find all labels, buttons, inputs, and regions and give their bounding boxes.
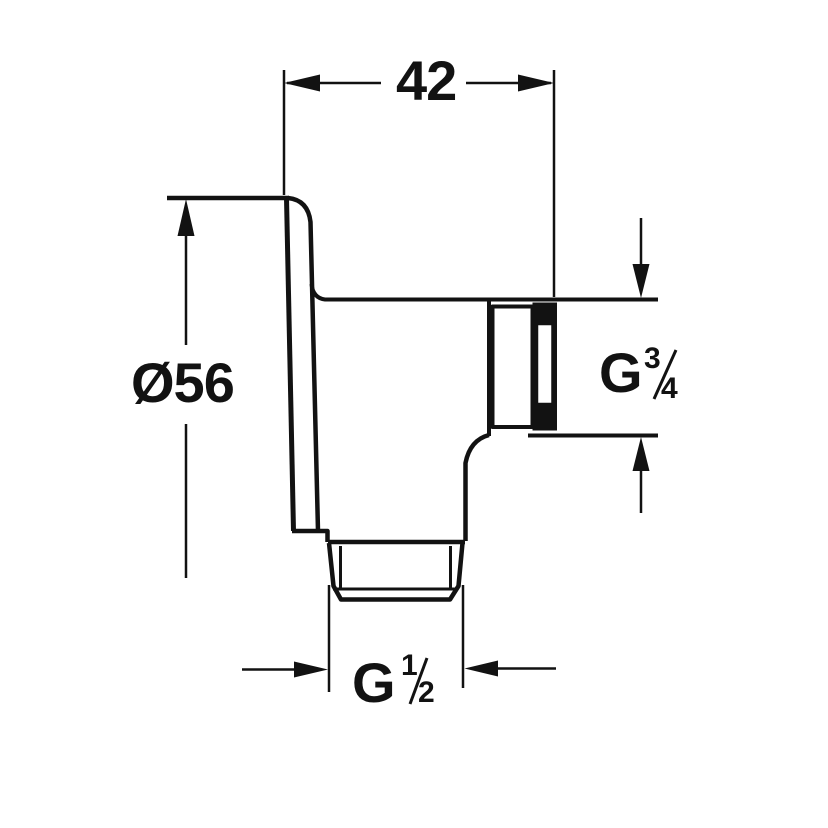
arrowhead-down-icon xyxy=(632,264,650,298)
connector-nut xyxy=(490,304,535,429)
body-right-fillet xyxy=(463,432,490,541)
flange-left-face xyxy=(284,197,296,532)
arrowhead-right-icon xyxy=(518,74,554,92)
outlet-thread-numerator: 3 xyxy=(644,342,661,375)
outlet-thread-denominator: 4 xyxy=(661,372,678,405)
outlet-thread-letter: G xyxy=(599,341,643,404)
g34-fraction-slash xyxy=(652,349,678,400)
wall-flange-outline xyxy=(167,195,330,542)
arrowhead-left-icon xyxy=(284,74,320,92)
inlet-thread-denominator: 2 xyxy=(418,676,435,709)
arrowhead-right-icon xyxy=(294,661,328,678)
inlet-thread-letter: G xyxy=(352,651,396,714)
dimension-inlet-thread xyxy=(242,585,556,705)
spigot-outer-profile xyxy=(326,542,465,602)
dimension-flange-diameter-label: Ø56 xyxy=(131,351,235,414)
arrowhead-up-icon xyxy=(177,199,195,236)
g12-fraction-slash xyxy=(408,657,429,705)
inlet-spigot xyxy=(326,542,465,602)
dimension-width xyxy=(282,70,556,297)
arrowhead-left-icon xyxy=(464,660,498,677)
body-outline xyxy=(309,283,658,545)
outlet-connector xyxy=(490,302,658,438)
inlet-thread-numerator: 1 xyxy=(401,649,418,682)
dimension-width-label: 42 xyxy=(396,49,457,112)
arrowhead-up-icon xyxy=(632,437,650,471)
dimension-outlet-thread xyxy=(632,218,678,513)
body-top-edge xyxy=(309,283,658,302)
dimension-flange-diameter xyxy=(177,199,195,578)
connector-thread-window xyxy=(535,322,554,406)
flange-bottom-edge xyxy=(292,528,330,542)
flange-right-face xyxy=(287,195,321,532)
